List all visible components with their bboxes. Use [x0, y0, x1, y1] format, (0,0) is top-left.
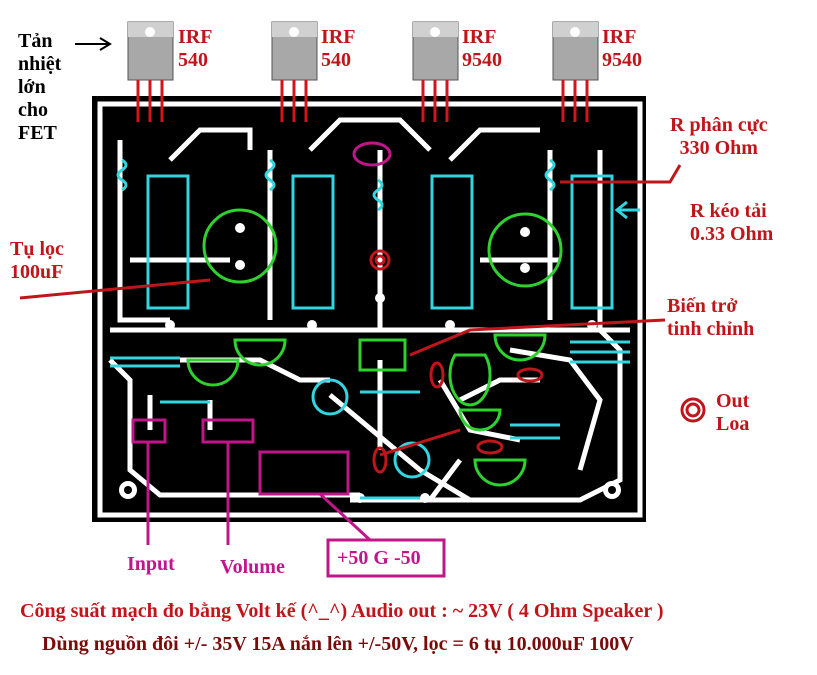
capacitors	[186, 208, 563, 487]
input-label: Input	[127, 553, 175, 575]
arrow-icon	[75, 37, 112, 51]
volume-label: Volume	[220, 556, 285, 578]
transistor-fets	[127, 21, 599, 122]
pads	[119, 223, 621, 503]
resistors	[110, 158, 640, 500]
power-label: +50 G -50	[337, 547, 421, 569]
footer-line-1: Công suất mạch đo bằng Volt kế (^_^) Aud…	[20, 600, 664, 622]
connectors	[131, 141, 446, 578]
red-markers	[19, 164, 706, 474]
footer-line-2: Dùng nguồn đôi +/- 35V 15A nắn lên +/-50…	[42, 633, 634, 655]
